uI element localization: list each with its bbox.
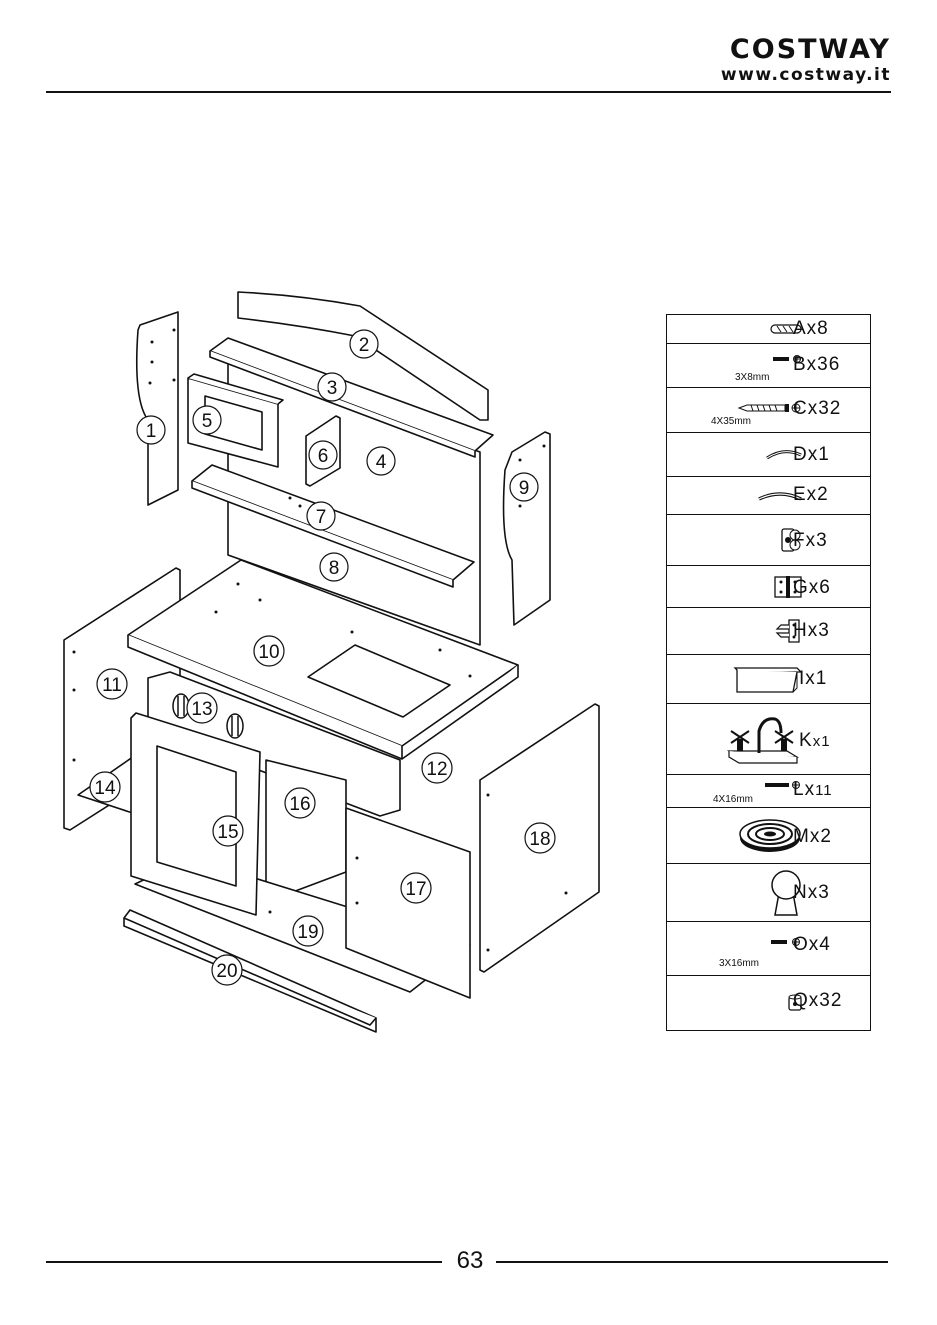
callout-13: 13 bbox=[187, 693, 217, 723]
part-label-h: Hx3 bbox=[793, 620, 830, 642]
callout-8: 8 bbox=[320, 553, 348, 581]
part-row-f: Fx3 bbox=[667, 515, 871, 566]
part-label-k: Kx1 bbox=[799, 730, 831, 752]
part-size-b: 3X8mm bbox=[735, 372, 769, 383]
part-row-h: Hx3 bbox=[667, 608, 871, 655]
callout-17: 17 bbox=[401, 873, 431, 903]
callout-10: 10 bbox=[254, 636, 284, 666]
svg-text:16: 16 bbox=[289, 794, 310, 815]
part-row-o: 3X16mm Ox4 bbox=[667, 922, 871, 976]
callout-2: 2 bbox=[350, 330, 378, 358]
svg-text:6: 6 bbox=[318, 446, 329, 467]
part-row-m: Mx2 bbox=[667, 808, 871, 864]
svg-text:18: 18 bbox=[529, 829, 550, 850]
part-row-d: Dx1 bbox=[667, 433, 871, 477]
part-row-l: 4X16mm Lx11 bbox=[667, 775, 871, 808]
svg-text:20: 20 bbox=[216, 961, 237, 982]
part-size-c: 4X35mm bbox=[711, 416, 751, 427]
part-label-c: Cx32 bbox=[793, 398, 841, 420]
part-row-c: 4X35mm Cx32 bbox=[667, 388, 871, 433]
callout-7: 7 bbox=[307, 502, 335, 530]
svg-text:7: 7 bbox=[316, 507, 327, 528]
callout-18: 18 bbox=[525, 823, 555, 853]
faucet-icon bbox=[723, 711, 803, 767]
part-row-n: Nx3 bbox=[667, 864, 871, 922]
part-label-o: Ox4 bbox=[793, 934, 831, 956]
part-row-k: Kx1 bbox=[667, 704, 871, 775]
part-label-g: Gx6 bbox=[793, 577, 831, 599]
part-label-f: Fx3 bbox=[793, 530, 828, 552]
brand-url: www.costway.it bbox=[721, 64, 891, 86]
svg-text:19: 19 bbox=[297, 922, 318, 943]
svg-text:1: 1 bbox=[146, 421, 157, 442]
callout-16: 16 bbox=[285, 788, 315, 818]
callout-4: 4 bbox=[367, 447, 395, 475]
part-size-o: 3X16mm bbox=[719, 958, 759, 969]
part-label-i: Ix1 bbox=[799, 668, 827, 690]
brand-logo: COSTWAY bbox=[721, 36, 891, 64]
callout-1: 1 bbox=[137, 416, 165, 444]
svg-text:17: 17 bbox=[405, 879, 426, 900]
callout-9: 9 bbox=[510, 473, 538, 501]
svg-text:3: 3 bbox=[327, 378, 338, 399]
callout-6: 6 bbox=[309, 441, 337, 469]
part-label-e: Ex2 bbox=[793, 484, 829, 506]
svg-text:8: 8 bbox=[329, 558, 340, 579]
part-label-q: Qx32 bbox=[793, 990, 842, 1012]
svg-text:12: 12 bbox=[426, 759, 447, 780]
part-row-e: Ex2 bbox=[667, 477, 871, 515]
svg-text:14: 14 bbox=[94, 778, 116, 799]
svg-text:15: 15 bbox=[217, 822, 238, 843]
part-label-l: Lx11 bbox=[793, 779, 833, 801]
part-label-d: Dx1 bbox=[793, 444, 830, 466]
part-label-m: Mx2 bbox=[793, 826, 832, 848]
part-label-n: Nx3 bbox=[793, 882, 830, 904]
callout-15: 15 bbox=[213, 816, 243, 846]
part-size-l: 4X16mm bbox=[713, 794, 753, 805]
sink-basin-icon bbox=[731, 662, 803, 696]
part-row-a: Ax8 bbox=[667, 315, 871, 344]
callout-20: 20 bbox=[212, 955, 242, 985]
svg-text:2: 2 bbox=[359, 335, 370, 356]
svg-text:9: 9 bbox=[519, 478, 530, 499]
brand-header: COSTWAY www.costway.it bbox=[721, 36, 891, 86]
exploded-assembly-diagram: 1 2 3 4 5 6 7 8 9 10 11 12 13 14 15 16 1… bbox=[0, 280, 640, 1060]
svg-text:10: 10 bbox=[258, 642, 279, 663]
hardware-parts-table: Ax8 3X8mm Bx36 4X35mm Cx32 Dx1 Ex2 Fx3 G… bbox=[666, 314, 871, 1031]
svg-text:13: 13 bbox=[191, 699, 212, 720]
part-row-q: Qx32 bbox=[667, 976, 871, 1031]
svg-text:11: 11 bbox=[102, 675, 122, 696]
part-label-a: Ax8 bbox=[793, 318, 829, 340]
part-row-i: Ix1 bbox=[667, 655, 871, 704]
svg-text:4: 4 bbox=[376, 452, 387, 473]
callout-19: 19 bbox=[293, 916, 323, 946]
footer-rule-right bbox=[496, 1261, 888, 1263]
callout-11: 11 bbox=[97, 669, 127, 699]
part-row-b: 3X8mm Bx36 bbox=[667, 344, 871, 388]
header-divider bbox=[46, 91, 891, 93]
footer-rule-left bbox=[46, 1261, 442, 1263]
callout-3: 3 bbox=[318, 373, 346, 401]
part-label-b: Bx36 bbox=[793, 354, 840, 376]
callout-14: 14 bbox=[90, 772, 120, 802]
part-row-g: Gx6 bbox=[667, 566, 871, 608]
svg-text:5: 5 bbox=[202, 411, 213, 432]
callout-12: 12 bbox=[422, 753, 452, 783]
callout-5: 5 bbox=[193, 406, 221, 434]
page-number: 63 bbox=[448, 1247, 492, 1275]
